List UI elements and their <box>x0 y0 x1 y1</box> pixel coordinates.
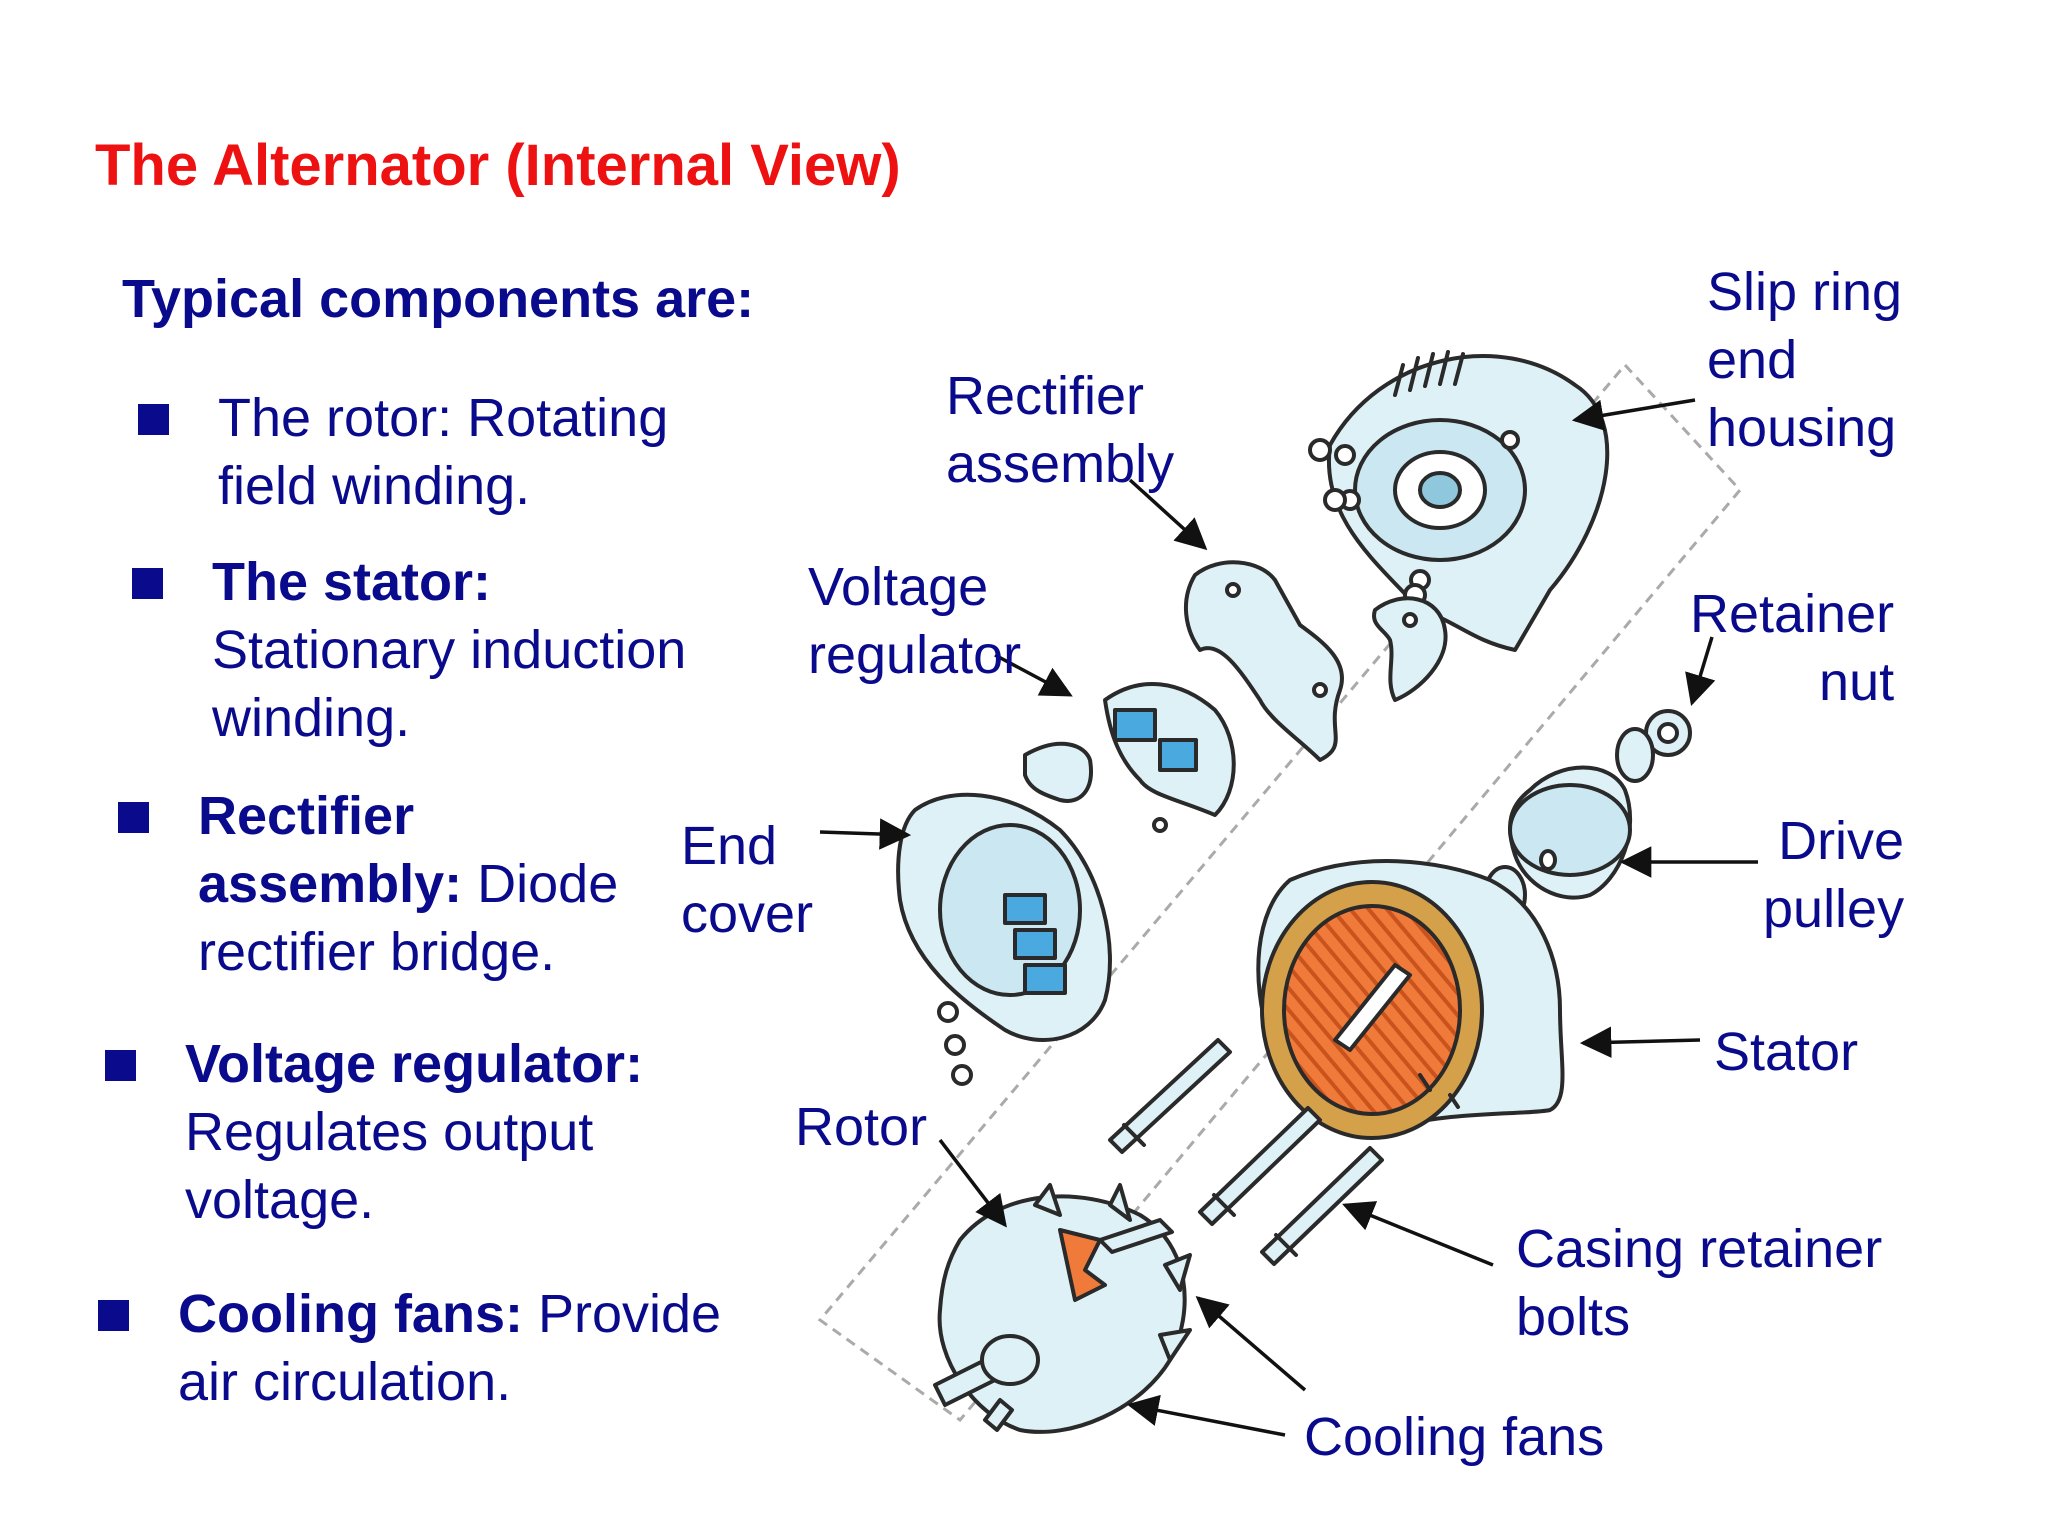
arrow-voltage-regulator <box>994 653 1073 697</box>
label-line: Casing retainer <box>1516 1219 1883 1279</box>
list-item-stator: The stator: Stationary induction winding… <box>132 548 686 752</box>
bullet-square-icon <box>138 404 169 435</box>
bullet-line: Regulates output <box>185 1102 594 1162</box>
stator-housing-part <box>1256 859 1565 1140</box>
bullet-line: voltage. <box>185 1170 375 1230</box>
arrow-cooling-fan-top <box>1195 1295 1307 1392</box>
label-rectifier-assembly: Rectifier assembly <box>946 362 1174 498</box>
arrow-stator <box>1579 1026 1701 1059</box>
bullet-bold-lead: Cooling fans: <box>178 1284 523 1344</box>
label-line: bolts <box>1516 1287 1631 1347</box>
bullet-text: The rotor: Rotating field winding. <box>218 384 668 520</box>
bullet-line: rectifier bridge. <box>198 922 556 982</box>
bullet-square-icon <box>118 802 149 833</box>
bullet-line: The rotor: Rotating <box>218 388 669 448</box>
label-line: end <box>1707 330 1798 390</box>
slide-title: The Alternator (Internal View) <box>95 133 901 198</box>
label-rotor: Rotor <box>795 1097 928 1157</box>
arrow-retainer-nut <box>1685 636 1716 707</box>
label-stator: Stator <box>1714 1022 1859 1082</box>
arrow-casing-bolts <box>1342 1201 1494 1267</box>
voltage-regulator-part <box>1023 682 1236 833</box>
bullet-line: air circulation. <box>178 1352 512 1412</box>
label-line: nut <box>1819 652 1895 712</box>
label-line: assembly <box>946 434 1175 494</box>
label-drive-pulley: Drive pulley <box>1763 807 1904 943</box>
bullet-bold-lead: Voltage regulator: <box>185 1034 644 1094</box>
arrow-rotor <box>938 1138 1007 1228</box>
arrow-slip-ring <box>1571 398 1696 431</box>
bullet-bold-lead: Rectifier <box>198 786 415 846</box>
bullet-line: field winding. <box>218 456 531 516</box>
rectifier-assembly-part <box>1183 560 1448 762</box>
bullet-line: Diode <box>462 854 619 914</box>
label-retainer-nut: Retainer nut <box>1690 580 1894 716</box>
label-casing-retainer-bolts: Casing retainer bolts <box>1516 1215 1882 1351</box>
bullet-text: Voltage regulator: Regulates output volt… <box>185 1030 643 1234</box>
label-line: regulator <box>808 625 1022 685</box>
list-item-voltage-regulator: Voltage regulator: Regulates output volt… <box>105 1030 643 1234</box>
label-line: Voltage <box>808 557 989 617</box>
bullet-square-icon <box>98 1300 129 1331</box>
bullet-text: The stator: Stationary induction winding… <box>212 548 686 752</box>
bullet-line: winding. <box>212 688 411 748</box>
bullet-bold-lead: assembly: <box>198 854 463 914</box>
pointer-arrows <box>819 398 1758 1437</box>
label-slip-ring-housing: Slip ring end housing <box>1707 258 1902 462</box>
label-line: housing <box>1707 398 1897 458</box>
bullet-text: Rectifier assembly: Diode rectifier brid… <box>198 782 618 986</box>
label-voltage-regulator: Voltage regulator <box>808 553 1021 689</box>
components-heading: Typical components are: <box>122 269 755 329</box>
label-line: End <box>681 816 778 876</box>
bullet-bold-lead: The stator: <box>212 552 492 612</box>
label-line: Retainer <box>1690 584 1895 644</box>
label-cooling-fans: Cooling fans <box>1304 1407 1605 1467</box>
bullet-line: Provide <box>522 1284 722 1344</box>
bullet-line: Stationary induction <box>212 620 687 680</box>
label-line: pulley <box>1763 879 1905 939</box>
arrow-cooling-fan-bottom <box>1126 1394 1286 1437</box>
bullet-square-icon <box>132 568 163 599</box>
arrow-rectifier <box>1128 478 1208 551</box>
label-line: cover <box>681 884 814 944</box>
list-item-cooling-fans: Cooling fans: Provide air circulation. <box>98 1280 721 1416</box>
retainer-nut-part <box>1615 709 1692 783</box>
arrow-end-cover <box>819 818 912 850</box>
label-end-cover: End cover <box>681 812 813 948</box>
list-item-rectifier: Rectifier assembly: Diode rectifier brid… <box>118 782 618 986</box>
slip-ring-housing-part <box>1308 350 1610 652</box>
label-line: Slip ring <box>1707 262 1903 322</box>
bullet-text: Cooling fans: Provide air circulation. <box>178 1280 721 1416</box>
label-line: Rectifier <box>946 366 1145 426</box>
casing-retainer-bolts-part <box>1108 1038 1384 1266</box>
list-item-rotor: The rotor: Rotating field winding. <box>138 384 668 520</box>
end-cover-part <box>896 792 1112 1086</box>
bullet-square-icon <box>105 1050 136 1081</box>
label-line: Drive <box>1778 811 1905 871</box>
rotor-part <box>933 1183 1192 1434</box>
